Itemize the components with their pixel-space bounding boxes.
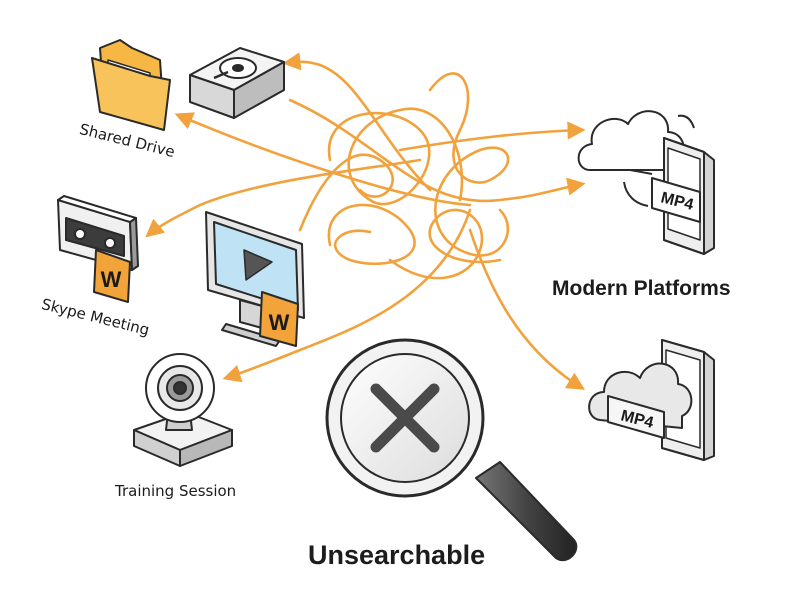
arrow-to-hard-drive bbox=[282, 52, 432, 192]
tangle-loop-3 bbox=[327, 203, 416, 266]
arrow-to-folder bbox=[174, 112, 472, 207]
tangle-loop-2 bbox=[428, 72, 510, 257]
cloud-phone-icon bbox=[577, 110, 715, 255]
tangled-arrows bbox=[145, 52, 586, 390]
arrow-to-cloud-tablet bbox=[468, 228, 586, 390]
mp4-badge-top: MP4 bbox=[651, 177, 701, 223]
tangle-loop-4 bbox=[388, 208, 502, 280]
training-session-label: Training Session bbox=[115, 482, 237, 500]
monitor-video-icon bbox=[205, 211, 305, 347]
arrow-to-cloud-phone-top bbox=[398, 121, 586, 152]
word-badge-letter-monitor: W bbox=[269, 310, 290, 335]
cassette-tape-icon bbox=[57, 195, 139, 271]
arrow-to-cassette bbox=[145, 158, 422, 238]
unsearchable-label: Unsearchable bbox=[308, 540, 486, 570]
x-mark-icon bbox=[370, 383, 440, 453]
hard-drive-icon bbox=[189, 47, 285, 119]
mp4-badge-bottom: MP4 bbox=[607, 395, 665, 439]
folder-icon bbox=[91, 39, 171, 131]
arrow-to-webcam bbox=[222, 208, 472, 383]
webcam-icon bbox=[133, 353, 233, 467]
word-badge-monitor: W bbox=[259, 291, 299, 347]
arrow-to-cloud-phone-mid bbox=[288, 98, 586, 203]
tangle-loop-1 bbox=[327, 107, 464, 206]
tangle-loop-5 bbox=[298, 153, 394, 232]
magnifier-no-icon bbox=[325, 338, 578, 561]
word-badge-cassette: W bbox=[93, 249, 131, 303]
modern-platforms-label: Modern Platforms bbox=[552, 277, 731, 300]
word-badge-letter-cassette: W bbox=[101, 267, 122, 292]
magnifier-handle bbox=[475, 461, 578, 561]
cloud-tablet-icon bbox=[588, 339, 715, 461]
